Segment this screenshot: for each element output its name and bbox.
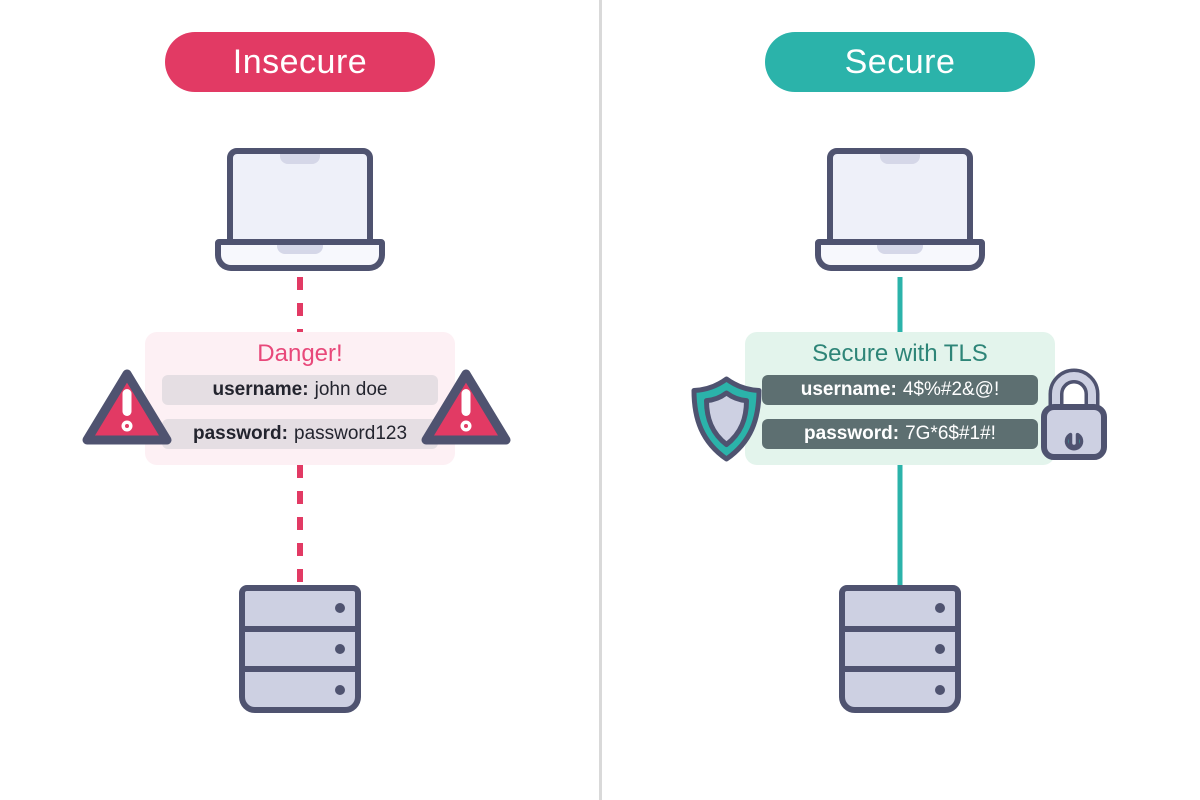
server-bay (245, 591, 355, 632)
secure-connection-line-top (897, 277, 903, 332)
danger-box: Danger! username: john doe password: pas… (145, 332, 455, 465)
laptop-camera-notch (880, 154, 920, 164)
warning-triangle-icon (81, 366, 173, 448)
password-label: password: (804, 423, 900, 444)
panel-insecure: Insecure Danger! username: john doe pass… (81, 32, 512, 713)
password-label: password: (192, 423, 288, 444)
insecure-connection-line-top (297, 277, 303, 332)
secure-tls-title: Secure with TLS (812, 340, 988, 367)
server-led (335, 684, 345, 695)
panel-divider (599, 0, 602, 800)
server-led (935, 603, 945, 614)
insecure-connection-line-bottom (297, 465, 303, 585)
panel-secure: Secure Secure with TLS username: 4$%#2&@… (600, 0, 1200, 800)
server-bay (245, 672, 355, 707)
laptop-screen (827, 148, 973, 245)
laptop-icon (815, 148, 985, 271)
laptop-base (815, 239, 985, 271)
laptop-camera-notch (280, 154, 320, 164)
server-bay (845, 672, 955, 707)
username-row: username: john doe (162, 375, 438, 405)
password-value: 7G*6$#1#! (905, 423, 996, 444)
warning-triangle-icon (420, 366, 512, 448)
username-value: 4$%#2&@! (902, 379, 1000, 400)
laptop-screen (227, 148, 373, 245)
laptop-base (215, 239, 385, 271)
laptop-base-notch (277, 245, 323, 254)
server-led (335, 644, 345, 654)
secure-connection-line-bottom (897, 465, 903, 585)
danger-title: Danger! (257, 340, 343, 367)
insecure-badge: Insecure (165, 32, 435, 92)
password-value: password123 (294, 423, 408, 444)
padlock-icon (1041, 366, 1107, 460)
password-row: password: password123 (162, 419, 438, 449)
secure-tls-box: Secure with TLS username: 4$%#2&@! passw… (745, 332, 1055, 465)
username-label: username: (212, 379, 309, 400)
server-bay (245, 632, 355, 673)
laptop-icon (215, 148, 385, 271)
secure-badge: Secure (765, 32, 1035, 92)
server-led (935, 684, 945, 695)
server-led (935, 644, 945, 654)
username-row: username: 4$%#2&@! (762, 375, 1038, 405)
password-row: password: 7G*6$#1#! (762, 419, 1038, 449)
shield-icon (688, 375, 765, 463)
server-icon (239, 585, 361, 713)
server-led (335, 603, 345, 614)
laptop-base-notch (877, 245, 923, 254)
username-label: username: (800, 379, 897, 400)
server-bay (845, 591, 955, 632)
server-icon (839, 585, 961, 713)
username-value: john doe (314, 379, 388, 400)
server-bay (845, 632, 955, 673)
